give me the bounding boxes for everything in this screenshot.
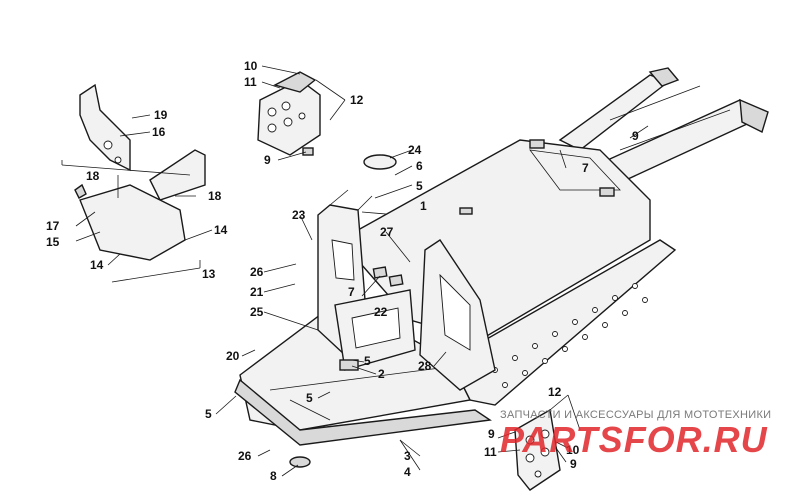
hitch-plate (257, 79, 321, 156)
callout-10-lower: 10 (566, 443, 580, 457)
deck-clip-3 (459, 207, 473, 215)
callout-27: 27 (380, 225, 394, 239)
callout-23: 23 (292, 208, 306, 222)
callout-8: 8 (270, 469, 277, 483)
callout-18-right: 18 (208, 189, 222, 203)
callout-9-lower-right: 9 (570, 457, 577, 471)
callout-9-rear: 9 (632, 129, 639, 143)
callout-20: 20 (226, 349, 240, 363)
callout-21: 21 (250, 285, 264, 299)
hitch-plate-2 (514, 408, 561, 491)
callout-9-lower-left: 9 (488, 427, 495, 441)
callout-12-top: 12 (350, 93, 364, 107)
watermark-caption: ЗАПЧАСТИ И АКСЕССУАРЫ ДЛЯ МОТОТЕХНИКИ (500, 409, 771, 421)
mount-plate-18 (149, 149, 206, 201)
bumper-24 (363, 154, 397, 170)
clip-22a (372, 266, 388, 279)
callout-9-top: 9 (264, 153, 271, 167)
callout-6: 6 (416, 159, 423, 173)
deck-clip (529, 139, 545, 149)
bracket-2 (339, 359, 359, 371)
callout-1: 1 (420, 199, 427, 213)
rear-end-cap (739, 98, 769, 133)
callout-13: 13 (202, 267, 216, 281)
callout-3: 3 (404, 449, 411, 463)
callout-5-base: 5 (306, 391, 313, 405)
callout-11-lower: 11 (484, 445, 497, 459)
callout-18-left: 18 (86, 169, 100, 183)
callout-5-center: 5 (364, 354, 371, 368)
callout-10-top: 10 (244, 59, 258, 73)
callout-2: 2 (378, 367, 385, 381)
clip-22b (388, 274, 404, 287)
callout-28: 28 (418, 359, 432, 373)
callout-26-upper: 26 (250, 265, 264, 279)
clamp-17 (74, 183, 87, 199)
callout-5-left: 5 (205, 407, 212, 421)
callout-labels: 1 2 3 4 5 5 5 5 6 7 7 8 9 9 9 9 10 10 11… (46, 59, 639, 483)
chassis-assembly (234, 67, 769, 468)
grommet-8 (289, 456, 311, 468)
upper-bracket-16 (79, 83, 131, 172)
hitch-plate-lower (514, 408, 561, 491)
hitch-nut (302, 147, 314, 156)
callout-22: 22 (374, 305, 388, 319)
callout-12-lower: 12 (548, 385, 562, 399)
hitch-plate-upper (257, 71, 321, 156)
rear-crossbar (648, 67, 680, 87)
callout-26-lower: 26 (238, 449, 252, 463)
callout-17: 17 (46, 219, 60, 233)
watermark-logo: PARTSFOR.RU (500, 419, 768, 460)
callout-7-center: 7 (348, 285, 355, 299)
watermark: ЗАПЧАСТИ И АКСЕССУАРЫ ДЛЯ МОТОТЕХНИКИ PA… (500, 409, 771, 460)
callout-16: 16 (152, 125, 166, 139)
front-bumper-rail (234, 378, 492, 446)
callout-19: 19 (154, 108, 168, 122)
leader-lines (75, 65, 649, 477)
callout-15: 15 (46, 235, 60, 249)
callout-14-left: 14 (90, 258, 104, 272)
steering-bracket-group (61, 83, 206, 261)
callout-24: 24 (408, 143, 422, 157)
callout-14-right: 14 (214, 223, 228, 237)
callout-11-top: 11 (244, 75, 257, 89)
deck-clip-2 (599, 187, 615, 197)
callout-25: 25 (250, 305, 264, 319)
callout-5-top: 5 (416, 179, 423, 193)
callout-4: 4 (404, 465, 411, 479)
hitch-top-lip (273, 71, 317, 93)
callout-7-rear: 7 (582, 161, 589, 175)
